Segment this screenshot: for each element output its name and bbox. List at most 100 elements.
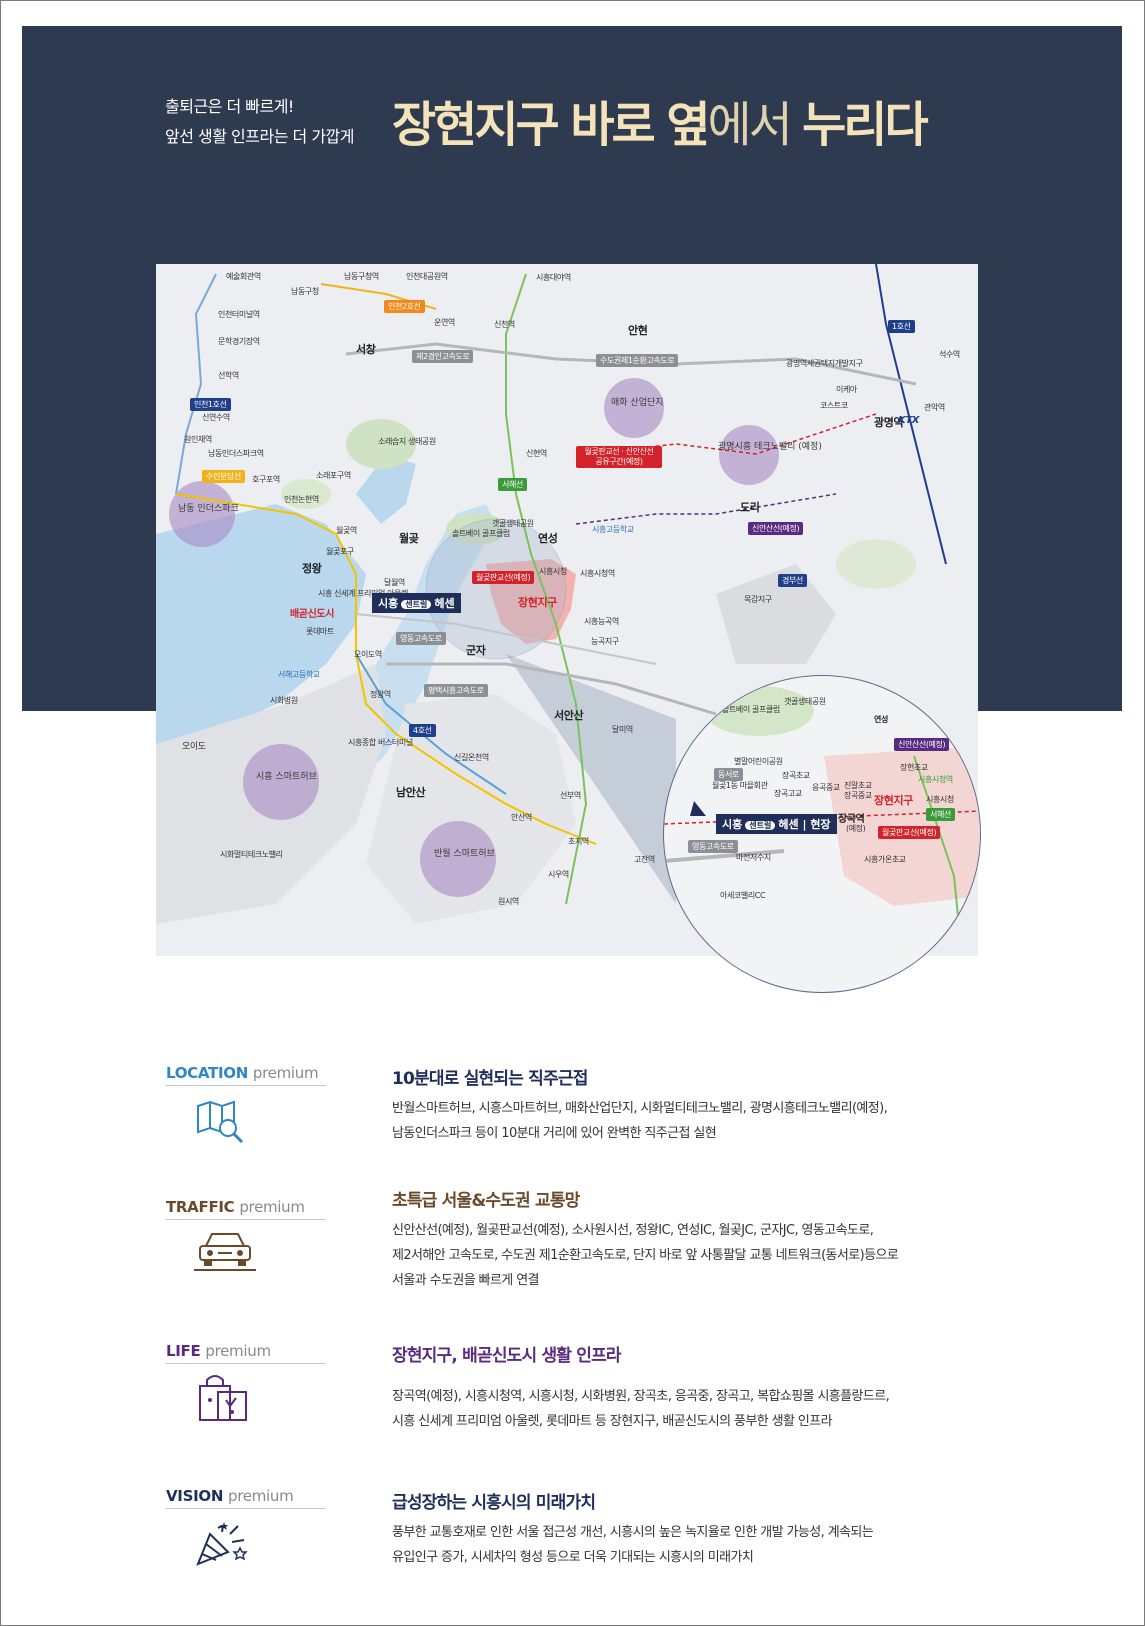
- place-gaetgol-park: 갯골생태공원: [492, 519, 534, 528]
- hero-title-strong2: 누리다: [802, 97, 928, 153]
- shopping-bag-icon: [199, 1375, 247, 1421]
- zoom-jinmal-el: 진말초교: [844, 781, 872, 790]
- place-oido: 오이도: [182, 742, 206, 752]
- station-woljot-pogu: 월곶포구: [326, 547, 354, 556]
- zoom-janggok-plan: (예정): [846, 824, 866, 833]
- feature-location-line1: 반월스마트허브, 시흥스마트허브, 매화산업단지, 시화멀티테크노밸리, 광명시…: [392, 1101, 888, 1116]
- tag-incheon-line1: 인천1호선: [190, 398, 231, 411]
- location-map: 예술회관역 남동구청 남동구청역 인천대공원역 시흥대야역 인천터미널역 문학경…: [156, 264, 978, 956]
- place-yeonseong: 연성: [538, 532, 558, 545]
- zoom-janggok-mid: 장곡중교: [844, 791, 872, 800]
- place-anhyeon: 안현: [628, 324, 648, 337]
- station-singiljeon: 신길온천역: [454, 753, 489, 762]
- zoom-sinansan: 신안산선(예정): [894, 738, 950, 751]
- zoom-site-pill: 센트럴: [745, 821, 776, 830]
- place-dori: 도리: [740, 501, 760, 514]
- feature-traffic-line2: 제2서해안 고속도로, 수도권 제1순환고속도로, 단지 바로 앞 사통팔달 교…: [392, 1248, 899, 1263]
- station-oido: 오이도역: [354, 650, 382, 659]
- tag-pyeongtaek-hw: 평택시흥고속도로: [424, 684, 488, 697]
- place-siheung-terminal: 시흥종합 버스터미널: [348, 738, 413, 747]
- hero-title-light: 에서: [707, 97, 793, 153]
- feature-location-key: LOCATION: [166, 1064, 248, 1082]
- zoom-byeolmal: 별말어린이공원: [734, 757, 783, 766]
- feature-traffic-line1: 신안산선(예정), 월곶판교선(예정), 소사원시선, 정왕IC, 연성IC, …: [392, 1223, 874, 1238]
- station-sinyeonsu: 신연수역: [202, 413, 230, 422]
- station-hogupo: 호구포역: [252, 475, 280, 484]
- station-woljot: 월곶역: [336, 526, 357, 535]
- station-wonsi: 원시역: [498, 897, 519, 906]
- zoom-siheung-gaon: 시흥가온초교: [864, 855, 906, 864]
- station-seokssu: 석수역: [939, 350, 960, 359]
- feature-traffic-line3: 서울과 수도권을 빠르게 연결: [392, 1273, 540, 1288]
- station-siu: 시우역: [548, 870, 569, 879]
- feature-vision-desc: 풍부한 교통호재로 인한 서울 접근성 개선, 시흥시의 높은 녹지율로 인한 …: [392, 1520, 992, 1570]
- station-sinhyeon: 신현역: [526, 449, 547, 458]
- car-icon: [194, 1233, 256, 1271]
- hero-sub-line2: 앞선 생활 인프라는 더 가깝게: [165, 127, 354, 146]
- feature-location-desc: 반월스마트허브, 시흥스마트허브, 매화산업단지, 시화멀티테크노밸리, 광명시…: [392, 1096, 992, 1146]
- feature-life-label: LIFE premium: [166, 1342, 326, 1364]
- feature-location-label: LOCATION premium: [166, 1064, 326, 1086]
- station-seonbu: 선부역: [560, 791, 581, 800]
- place-seohae-school: 서해고등학교: [278, 670, 320, 679]
- tag-line4: 4호선: [409, 724, 436, 737]
- site-name-post: 헤센: [434, 597, 455, 610]
- zoom-woljot-line: 월곶판교선(예정): [878, 826, 941, 839]
- tag-seohae-line: 서해선: [498, 478, 527, 491]
- tag-ring-hw: 수도권제1순환고속도로: [596, 354, 679, 367]
- map-search-icon: [197, 1100, 244, 1144]
- feature-vision-line1: 풍부한 교통호재로 인한 서울 접근성 개선, 시흥시의 높은 녹지율로 인한 …: [392, 1525, 874, 1540]
- station-unyeon: 운연역: [434, 318, 455, 327]
- tag-gyeongbu-line: 경부선: [778, 574, 807, 587]
- station-seonhak: 선학역: [218, 371, 239, 380]
- feature-location-line2: 남동인더스파크 등이 10분대 거리에 있어 완벽한 직주근접 실현: [392, 1126, 717, 1141]
- feature-traffic-premium: premium: [239, 1198, 305, 1216]
- feature-location-title: 10분대로 실현되는 직주근접: [392, 1069, 588, 1089]
- zoom-yeongdong: 영동고속도로: [688, 840, 738, 853]
- hero-subtitle: 출퇴근은 더 빠르게! 앞선 생활 인프라는 더 가깝게: [165, 92, 354, 152]
- station-dalmi: 달미역: [612, 725, 633, 734]
- tag-2nd-gyeongin-hw: 제2경인고속도로: [412, 350, 474, 363]
- place-gwangmyeong-dev: 광명역세권택지개발지구: [786, 359, 863, 368]
- place-seochang: 서창: [356, 343, 376, 356]
- feature-location-premium: premium: [252, 1064, 319, 1082]
- zoom-yeonseong: 연성: [874, 715, 888, 724]
- place-soltebei: 솔트베이 골프클럽: [452, 529, 510, 538]
- station-incheon-park: 인천대공원역: [406, 272, 448, 281]
- hub-gwangmyeong-tv: 광명시흥 테크노밸리 (예정): [718, 442, 822, 452]
- place-siheung-highschool: 시흥고등학교: [592, 525, 634, 534]
- tag-incheon-line2: 인천2호선: [384, 300, 425, 313]
- feature-vision-key: VISION: [166, 1487, 224, 1505]
- tag-shared-section: 월곶판교선 · 신안산선 공유구간(예정): [576, 446, 662, 468]
- zoom-site-field: 현장: [810, 818, 831, 831]
- zoom-dongseo: 동서로: [714, 768, 743, 781]
- zoom-janghyeon: 장현지구: [874, 794, 913, 807]
- site-name-pre: 시흥: [378, 597, 399, 610]
- station-munhak: 문학경기장역: [218, 337, 260, 346]
- zoom-janggok-st: 장곡역: [838, 814, 865, 825]
- zoom-site-pre: 시흥: [722, 818, 743, 831]
- station-siheung-daeya: 시흥대야역: [536, 273, 571, 282]
- place-lotte: 롯데마트: [306, 627, 334, 636]
- zoom-eunggok-mid: 응곡중교: [812, 783, 840, 792]
- ktx-logo: KTX: [898, 415, 920, 426]
- station-woninjae: 원인재역: [184, 435, 212, 444]
- station-art-center: 예술회관역: [226, 272, 261, 281]
- place-sihwa-mtv: 시화멀티테크노밸리: [220, 850, 283, 859]
- feature-vision-title: 급성장하는 시흥시의 미래가치: [392, 1493, 596, 1513]
- label-mokgam: 목감지구: [744, 595, 772, 604]
- feature-life-premium: premium: [205, 1342, 271, 1360]
- place-jeongwang: 정왕: [302, 562, 322, 575]
- zoom-soltebei: 솔트베이 골프클럽: [722, 705, 780, 714]
- feature-vision-line2: 유입인구 증가, 시세차익 형성 등으로 더욱 기대되는 시흥시의 미래가치: [392, 1550, 754, 1565]
- hero-sub-line1: 출퇴근은 더 빠르게!: [165, 97, 294, 116]
- hero-title-strong1: 장현지구 바로 옆: [392, 97, 711, 153]
- feature-life-desc: 장곡역(예정), 시흥시청역, 시흥시청, 시화병원, 장곡초, 응곡중, 장곡…: [392, 1384, 992, 1434]
- station-gwanak: 관악역: [924, 403, 945, 412]
- label-siheung-hall: 시흥시청: [539, 567, 567, 576]
- station-incheon-terminal: 인천터미널역: [218, 310, 260, 319]
- hub-banwol-smart: 반월 스마트허브: [434, 849, 495, 859]
- tag-woljot-pangyo: 월곶판교선(예정): [472, 571, 535, 584]
